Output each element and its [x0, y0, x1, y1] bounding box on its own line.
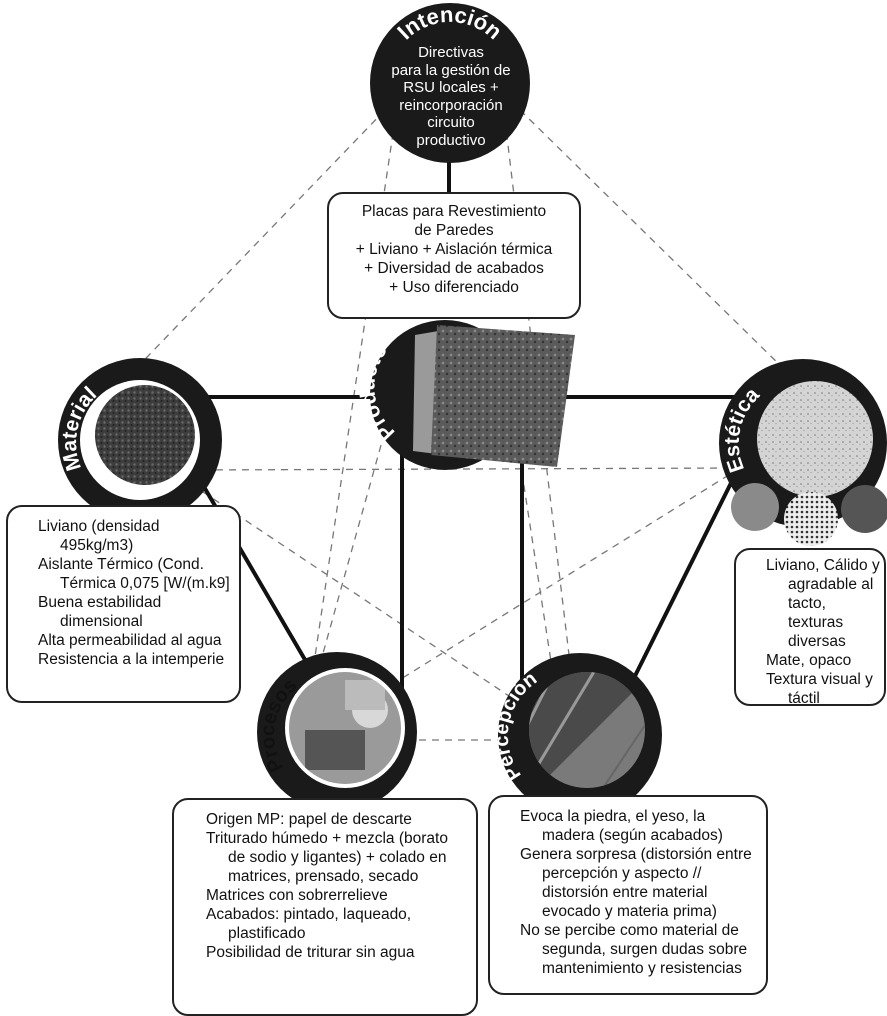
material-sample-image: [95, 385, 195, 485]
producto-line-5: + Uso diferenciado: [389, 279, 519, 296]
material-item-5: Resistencia a la intemperie: [38, 651, 225, 668]
producto-line-4: + Diversidad de acabados: [364, 260, 544, 277]
dashed-edge-estetica-procesos: [334, 467, 741, 721]
producto-node: Producto: [356, 320, 575, 470]
procesos-item-4: Acabados: pintado, laqueado, plastificad…: [206, 906, 412, 942]
estetica-item-3: Textura visual y táctil: [766, 671, 873, 707]
producto-line-2: de Paredes: [414, 222, 494, 239]
estetica-node: Estética: [719, 359, 887, 546]
dashed-edge-intencion-material: [124, 109, 386, 381]
percepcion-item-2: Genera sorpresa (distorsión entre percep…: [520, 846, 752, 920]
procesos-box: Origen MP: papel de descarte Triturado h…: [172, 798, 478, 1016]
dashed-edge-intencion-estetica: [519, 109, 791, 376]
material-node: Material: [58, 358, 222, 522]
finish-sample-2: [784, 492, 838, 546]
intencion-line-3: RSU locales +: [403, 79, 499, 96]
dashed-edge-producto-procesos: [309, 394, 396, 701]
material-box: Liviano (densidad 495kg/m3) Aislante Tér…: [6, 505, 241, 703]
intencion-line-2: para la gestión de: [391, 61, 511, 79]
percepcion-item-3: No se percibe como material de segunda, …: [520, 922, 748, 977]
procesos-item-2: Triturado húmedo + mezcla (borato de sod…: [206, 830, 448, 885]
producto-line-1: Placas para Revestimiento: [361, 203, 547, 220]
material-item-4: Alta permeabilidad al agua: [38, 632, 222, 649]
producto-line-3: + Liviano + Aislación térmica: [355, 241, 553, 258]
estetica-sample-image: [757, 381, 873, 497]
percepcion-node: Percepción: [495, 653, 662, 817]
material-item-3: Buena estabilidad dimensional: [38, 594, 162, 630]
dashed-edge-material-percepcion: [169, 469, 546, 721]
estetica-item-2: Mate, opaco: [766, 652, 852, 669]
panel-sample-textured: [431, 325, 575, 467]
intencion-line-1: Directivas: [418, 44, 484, 61]
procesos-item-1: Origen MP: papel de descarte: [206, 811, 412, 828]
intencion-node: Intención: [370, 2, 530, 163]
percepcion-box: Evoca la piedra, el yeso, la madera (seg…: [488, 795, 768, 995]
procesos-item-3: Matrices con sobrerrelieve: [206, 887, 388, 904]
intencion-description: Directivas para la gestión de RSU locale…: [380, 44, 522, 149]
procesos-item-5: Posibilidad de triturar sin agua: [206, 944, 415, 961]
estetica-box: Liviano, Cálido y agradable al tacto, te…: [734, 548, 886, 707]
intencion-line-6: productivo: [416, 131, 486, 149]
procesos-node: Procesos: [257, 652, 417, 812]
percepcion-sample-image: [529, 672, 645, 788]
percepcion-item-1: Evoca la piedra, el yeso, la madera (seg…: [520, 808, 723, 844]
material-item-2: Aislante Térmico (Cond. Térmica 0,075 [W…: [38, 556, 230, 592]
finish-sample-3: [841, 485, 887, 533]
intencion-line-4: reincorporación: [399, 96, 503, 114]
solid-edge-estetica-percepcion: [626, 474, 737, 691]
intencion-line-5: circuito: [427, 114, 475, 131]
finish-sample-1: [731, 483, 779, 531]
procesos-sample-image: [289, 672, 401, 784]
dashed-edge-material-estetica: [189, 467, 741, 471]
estetica-item-1: Liviano, Cálido y agradable al tacto, te…: [766, 557, 880, 650]
producto-box: Placas para Revestimiento de Paredes + L…: [327, 192, 581, 319]
material-item-1: Liviano (densidad 495kg/m3): [38, 518, 160, 554]
